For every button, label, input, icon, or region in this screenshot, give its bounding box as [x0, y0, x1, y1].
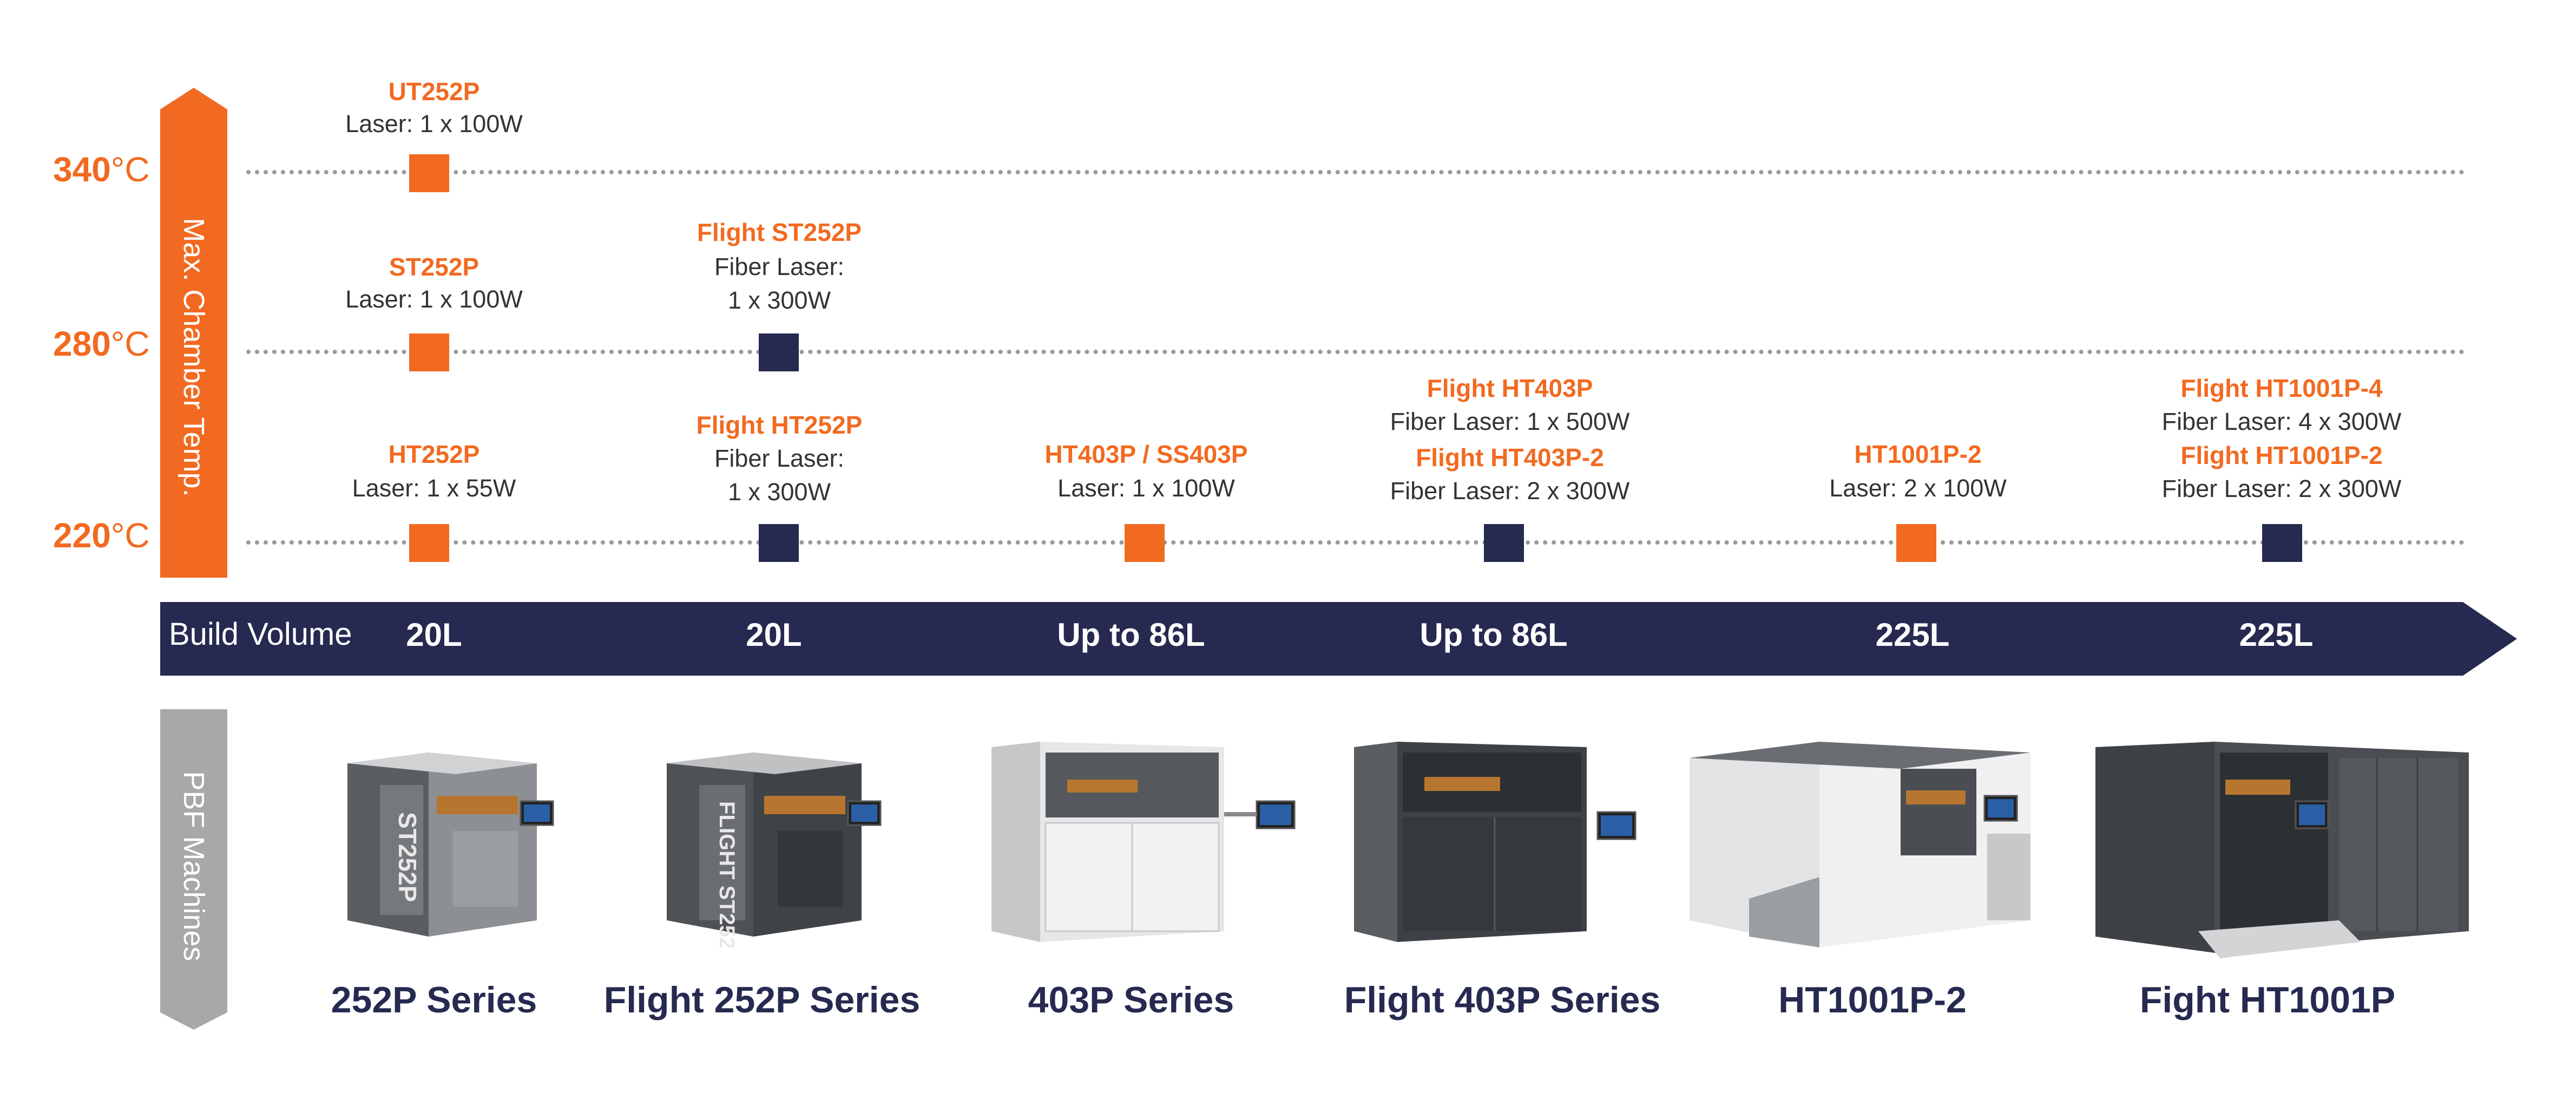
temp-label-280: 280°C — [53, 324, 150, 363]
model-name-ht403p: HT403P / SS403P — [1044, 440, 1248, 468]
model-spec-flight-ht1001p-4: Fiber Laser: 4 x 300W — [2161, 408, 2402, 435]
series-name: 252P Series — [331, 979, 537, 1020]
model-name-flight-ht252p: Flight HT252P — [696, 411, 863, 439]
model-spec-flight-ht1001p-2: Fiber Laser: 2 x 300W — [2161, 475, 2402, 502]
model-name-ht1001p-2: HT1001P-2 — [1854, 440, 1982, 468]
build-volume-value: 20L — [746, 617, 802, 653]
build-volume-value: 225L — [2239, 617, 2314, 653]
model-name-ut252p: UT252P — [388, 77, 480, 106]
machine-ht1001p-2-image — [1690, 742, 2030, 947]
marker-flight-ht403p — [1484, 524, 1524, 562]
series-name: Fight HT1001P — [2139, 979, 2396, 1020]
temp-label-340: 340°C — [53, 150, 150, 189]
series-name: Flight 252P Series — [603, 979, 921, 1020]
machine-flight-ht1001p-image — [2095, 742, 2469, 958]
model-name-flight-st252p: Flight ST252P — [696, 218, 862, 246]
machine-252p-image: ST252P — [347, 753, 554, 937]
model-name-st252p: ST252P — [389, 253, 479, 281]
series-name: 403P Series — [1028, 979, 1234, 1020]
model-name-ht252p: HT252P — [388, 440, 480, 468]
pbf-machines-label: PBF Machines — [178, 771, 210, 961]
build-volume-label: Build Volume — [169, 617, 352, 652]
machine-flight-252p-image: FLIGHT ST252P — [667, 753, 882, 947]
model-spec-flight-ht403p-2: Fiber Laser: 2 x 300W — [1390, 477, 1630, 505]
machine-flight-403p-image — [1354, 742, 1637, 942]
model-name-flight-ht403p: Flight HT403P — [1427, 374, 1593, 402]
series-name: HT1001P-2 — [1778, 979, 1967, 1020]
marker-flight-ht1001p — [2262, 524, 2302, 562]
pbf-machines-bar — [160, 709, 227, 1030]
gridline-280 — [246, 350, 2465, 354]
series-name: Flight 403P Series — [1344, 979, 1661, 1020]
temp-label-220: 220°C — [53, 516, 150, 555]
marker-ht1001p-2 — [1896, 524, 1936, 562]
marker-st252p — [409, 333, 449, 371]
model-spec-st252p: Laser: 1 x 100W — [345, 285, 523, 313]
build-volume-value: Up to 86L — [1057, 617, 1205, 653]
marker-ut252p — [409, 154, 449, 192]
model-name-flight-ht1001p-4: Flight HT1001P-4 — [2180, 374, 2383, 402]
model-spec-ht1001p-2: Laser: 2 x 100W — [1829, 474, 2007, 502]
build-volume-value: 225L — [1875, 617, 1950, 653]
marker-flight-ht252p — [759, 524, 799, 562]
build-volume-arrow — [160, 602, 2517, 676]
model-spec2-flight-ht252p: 1 x 300W — [727, 478, 831, 506]
marker-ht403p — [1125, 524, 1165, 562]
marker-ht252p — [409, 524, 449, 562]
model-spec2-flight-st252p: 1 x 300W — [727, 286, 831, 314]
model-spec1-flight-st252p: Fiber Laser: — [714, 253, 845, 280]
model-spec1-flight-ht252p: Fiber Laser: — [714, 444, 845, 472]
model-name-flight-ht403p-2: Flight HT403P-2 — [1416, 443, 1604, 472]
gridline-220 — [246, 540, 2465, 545]
model-spec-ut252p: Laser: 1 x 100W — [345, 110, 523, 138]
svg-text:ST252P: ST252P — [393, 812, 422, 902]
model-spec-flight-ht403p: Fiber Laser: 1 x 500W — [1390, 408, 1630, 435]
chamber-temp-axis-title: Max. Chamber Temp. — [178, 218, 210, 497]
model-name-flight-ht1001p-2: Flight HT1001P-2 — [2180, 441, 2383, 469]
model-spec-ht252p: Laser: 1 x 55W — [352, 474, 516, 502]
chamber-temp-bar — [160, 88, 227, 578]
svg-text:FLIGHT ST252P: FLIGHT ST252P — [715, 801, 739, 947]
machine-403p-image — [991, 742, 1296, 942]
build-volume-value: Up to 86L — [1420, 617, 1568, 653]
marker-flight-st252p — [759, 333, 799, 371]
model-spec-ht403p: Laser: 1 x 100W — [1057, 474, 1235, 502]
gridline-340 — [246, 170, 2465, 174]
build-volume-value: 20L — [406, 617, 462, 653]
